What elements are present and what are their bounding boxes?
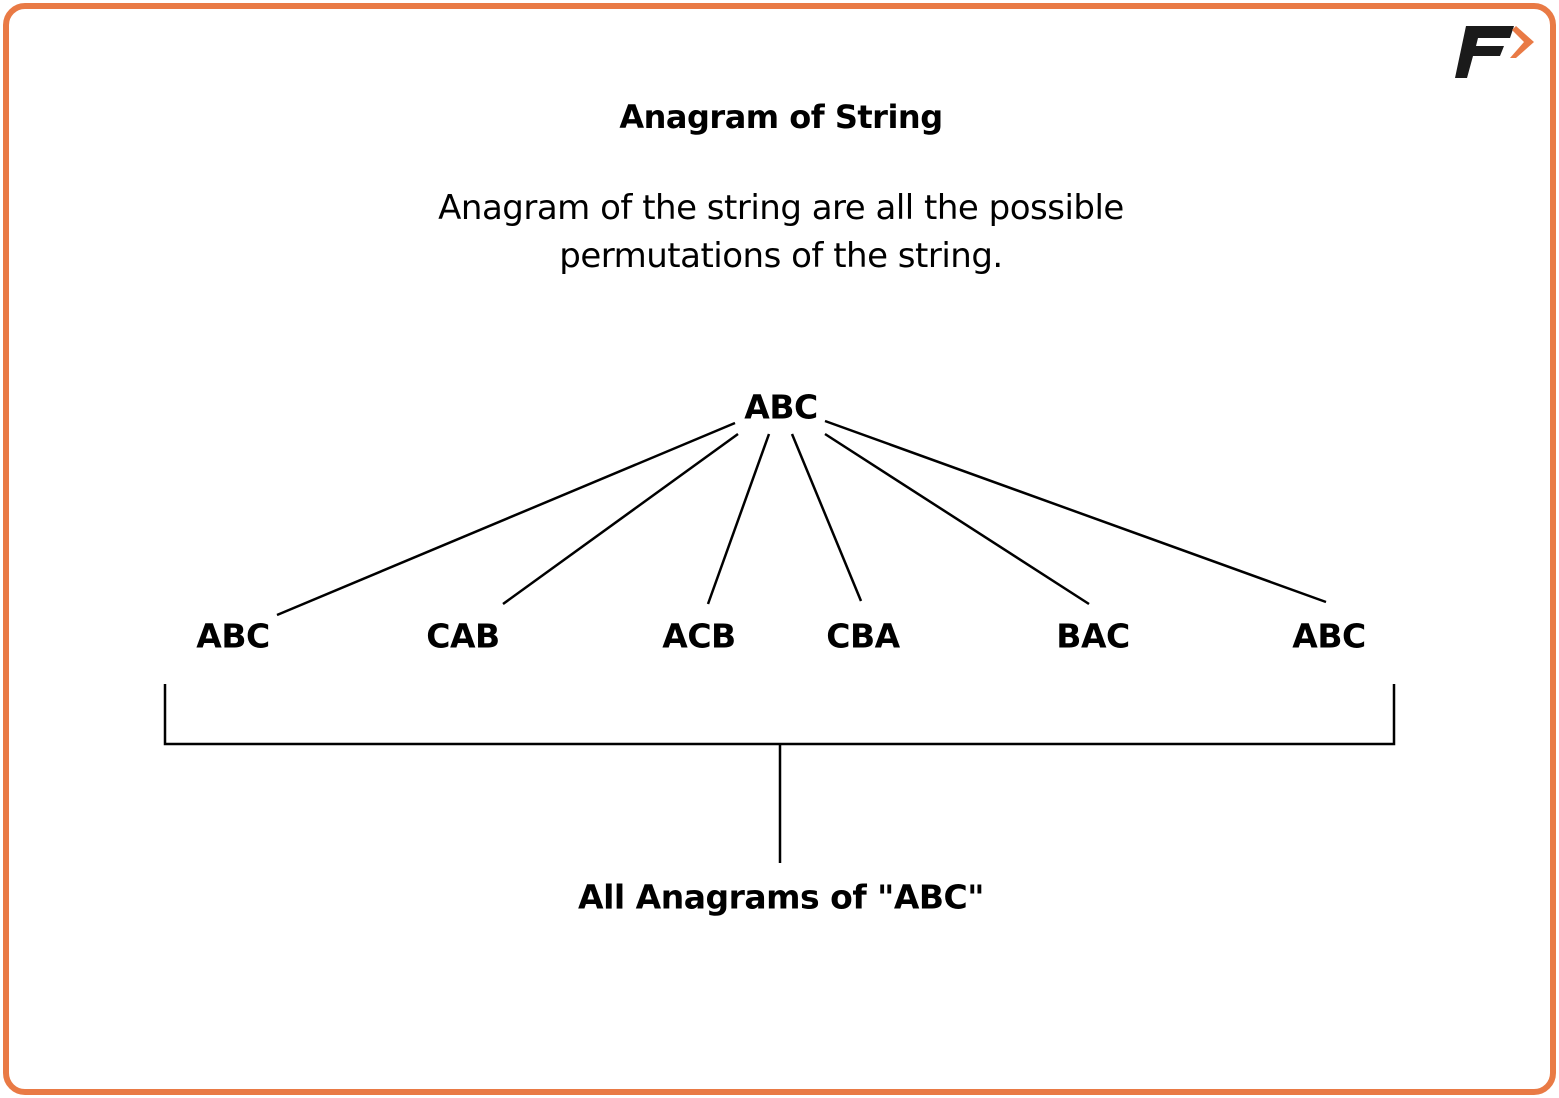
- child-node-3: ACB: [662, 616, 736, 656]
- edge-5: [824, 432, 1090, 606]
- child-node-6: ABC: [1292, 616, 1366, 656]
- edge-1: [276, 421, 736, 617]
- root-node: ABC: [744, 387, 818, 427]
- child-node-5: BAC: [1056, 616, 1130, 656]
- description-line-1: Anagram of the string are all the possib…: [438, 188, 1124, 228]
- bracket: [163, 684, 1396, 746]
- diagram-title: Anagram of String: [619, 98, 943, 136]
- child-node-2: CAB: [426, 616, 500, 656]
- edge-6: [824, 419, 1327, 604]
- edge-2: [502, 432, 739, 606]
- edge-3: [706, 433, 771, 605]
- child-node-4: CBA: [826, 616, 900, 656]
- diagram-frame: [3, 3, 1556, 1095]
- description: Anagram of the string are all the possib…: [438, 184, 1124, 280]
- brand-logo-icon: [1455, 26, 1534, 78]
- footer-label: All Anagrams of "ABC": [578, 877, 984, 917]
- edge-4: [790, 433, 863, 602]
- child-node-1: ABC: [196, 616, 270, 656]
- description-line-2: permutations of the string.: [559, 236, 1003, 276]
